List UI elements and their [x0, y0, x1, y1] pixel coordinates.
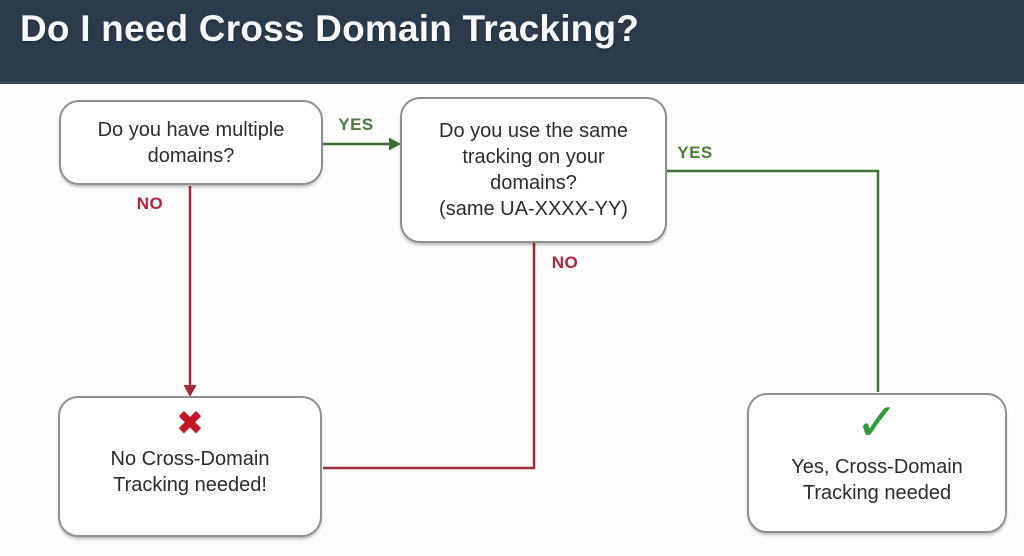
check-mark-icon: ✓ [855, 394, 899, 452]
node-yes-tracking-needed: ✓ Yes, Cross-Domain Tracking needed [747, 393, 1007, 533]
edge-q1-yes-arrow [323, 137, 401, 151]
node-same-tracking-text: Do you use the same tracking on your dom… [439, 120, 628, 220]
edge-label-q1-no: NO [136, 194, 164, 213]
node-multiple-domains: Do you have multiple domains? [59, 100, 323, 185]
header-bar: Do I need Cross Domain Tracking? [0, 0, 1024, 84]
node-same-tracking: Do you use the same tracking on your dom… [400, 97, 667, 243]
node-multiple-domains-text: Do you have multiple domains? [97, 118, 285, 167]
page-title: Do I need Cross Domain Tracking? [20, 8, 640, 49]
edge-q2-yes-line [667, 169, 880, 392]
node-no-tracking-needed: ✖ No Cross-Domain Tracking needed! [58, 396, 322, 537]
edge-label-q2-no: NO [551, 253, 579, 272]
edge-label-q1-yes: YES [338, 115, 374, 134]
node-yes-tracking-text: Yes, Cross-Domain Tracking needed [791, 456, 963, 504]
node-no-tracking-text: No Cross-Domain Tracking needed! [110, 448, 270, 496]
edge-q2-no-line [323, 243, 536, 470]
edge-q1-no-arrow [183, 186, 197, 397]
edge-label-q2-yes: YES [677, 143, 713, 162]
cross-mark-icon: ✖ [176, 404, 204, 441]
